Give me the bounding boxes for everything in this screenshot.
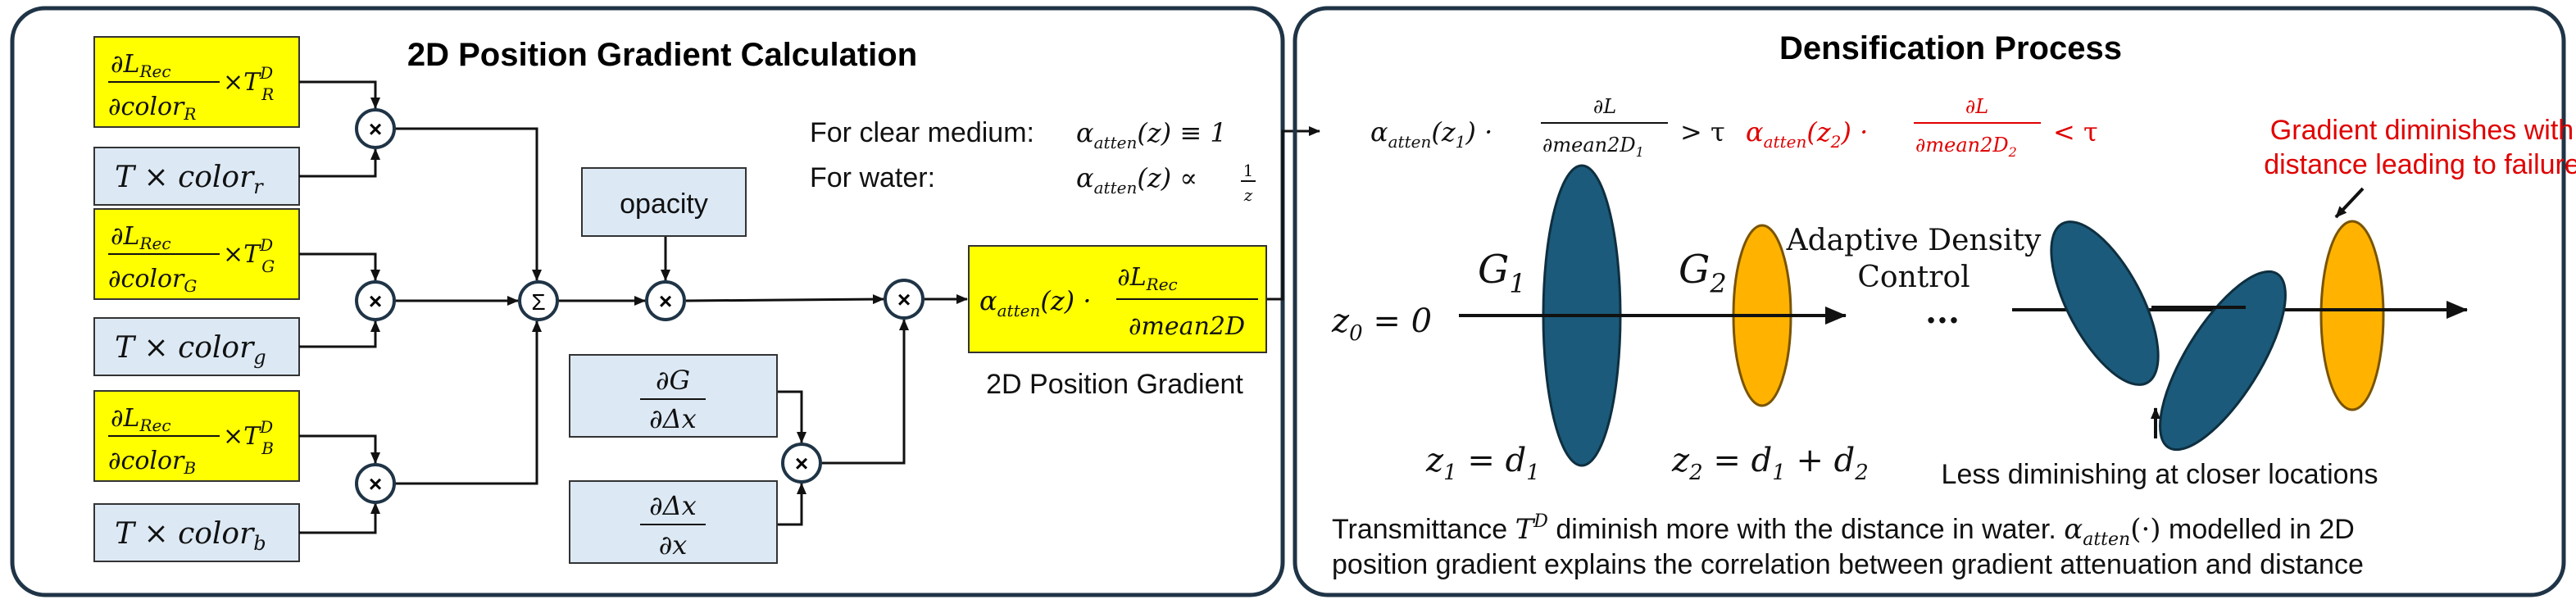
svg-text:Σ: Σ <box>531 289 545 315</box>
svg-text:∂L: ∂L <box>1593 95 1616 118</box>
svg-text:∂mean2D1: ∂mean2D1 <box>1542 134 1644 160</box>
svg-text:T × colorr: T × colorr <box>115 161 264 198</box>
opacity-box: opacity <box>581 167 747 237</box>
svg-text:For water:: For water: <box>810 162 935 193</box>
dG-dx-box: ∂G ∂Δx <box>569 354 778 438</box>
svg-text:αatten(z1) ·: αatten(z1) · <box>1370 116 1492 152</box>
svg-text:1: 1 <box>1243 161 1254 180</box>
svg-text:z: z <box>1243 185 1253 205</box>
color-box-g: T × colorg <box>93 317 300 376</box>
multiply-node-b: × <box>355 463 396 504</box>
svg-text:×: × <box>659 288 672 314</box>
svg-text:×: × <box>369 471 382 497</box>
svg-text:∂L: ∂L <box>1965 95 1988 118</box>
multiply-node-r: × <box>355 108 396 149</box>
sum-node: Σ <box>518 280 559 321</box>
right-panel <box>1293 6 2566 597</box>
bottom-description-line2: position gradient explains the correlati… <box>1332 549 2364 580</box>
svg-text:∂mean2D2: ∂mean2D2 <box>1915 134 2017 160</box>
multiply-node-jacobian: × <box>781 443 822 484</box>
svg-text:αatten(z) ∝: αatten(z) ∝ <box>1076 162 1197 198</box>
left-panel <box>10 6 1285 597</box>
svg-text:∂LRec: ∂LRec <box>1117 263 1178 294</box>
multiply-node-final: × <box>884 279 925 320</box>
gaussian-4 <box>2159 270 2287 452</box>
svg-text:distance leading to failure: distance leading to failure <box>2264 149 2576 180</box>
svg-text:×TDR: ×TDR <box>223 63 274 104</box>
position-gradient-label: 2D Position Gradient <box>986 369 1243 400</box>
svg-text:opacity: opacity <box>620 188 708 220</box>
g1-label: G1 <box>1478 247 1526 299</box>
svg-text:×: × <box>795 451 808 476</box>
svg-text:> τ: > τ <box>1680 116 1725 148</box>
svg-text:×: × <box>369 288 382 314</box>
svg-text:αatten(z) ≡ 1: αatten(z) ≡ 1 <box>1076 117 1227 152</box>
g2-label: G2 <box>1679 247 1727 299</box>
svg-text:∂x: ∂x <box>659 529 688 561</box>
svg-text:×TDB: ×TDB <box>223 417 274 458</box>
gaussian-5 <box>2319 220 2385 411</box>
adc-label-line1: Adaptive Density <box>1786 224 2042 257</box>
svg-text:T × colorg: T × colorg <box>115 331 266 369</box>
left-panel-title: 2D Position Gradient Calculation <box>407 37 917 73</box>
svg-text:∂colorG: ∂colorG <box>108 265 197 296</box>
z1-label: z1 = d1 <box>1425 442 1540 485</box>
condition-below-threshold: αatten(z2) · ∂L ∂mean2D2 < τ <box>1746 95 2098 160</box>
ellipsis: ··· <box>1925 302 1960 340</box>
water-equation: For water: αatten(z) ∝ 1 z <box>810 161 1256 205</box>
failure-arrow <box>2334 187 2365 219</box>
svg-text:∂LRec: ∂LRec <box>111 50 171 81</box>
svg-text:< τ: < τ <box>2053 116 2098 148</box>
svg-text:×: × <box>897 287 911 312</box>
svg-text:∂colorR: ∂colorR <box>108 93 196 124</box>
svg-text:∂LRec: ∂LRec <box>111 222 171 253</box>
clear-medium-equation: For clear medium: αatten(z) ≡ 1 <box>810 117 1227 152</box>
connectors-left <box>299 80 1320 534</box>
color-box-b: T × colorb <box>93 503 300 562</box>
position-gradient-box: αatten(z) · ∂LRec ∂mean2D <box>968 245 1267 353</box>
bottom-description-line1: Transmittance TD diminish more with the … <box>1332 511 2355 550</box>
color-box-r: T × colorr <box>93 147 300 206</box>
dx-box: ∂Δx ∂x <box>569 480 778 564</box>
multiply-node-opacity: × <box>645 280 686 321</box>
svg-text:T × colorb: T × colorb <box>115 517 266 555</box>
svg-text:×TDG: ×TDG <box>223 235 275 276</box>
closer-note: Less diminishing at closer locations <box>1942 459 2378 490</box>
svg-text:∂Δx: ∂Δx <box>649 490 697 521</box>
svg-text:Gradient diminishes with: Gradient diminishes with <box>2270 115 2574 146</box>
svg-text:∂colorB: ∂colorB <box>108 447 196 478</box>
right-panel-title: Densification Process <box>1779 30 2122 66</box>
svg-text:∂G: ∂G <box>656 365 690 396</box>
svg-text:For clear medium:: For clear medium: <box>810 117 1034 148</box>
multiply-node-g: × <box>355 280 396 321</box>
gaussian-3 <box>2050 220 2160 386</box>
svg-text:∂mean2D: ∂mean2D <box>1129 312 1245 341</box>
svg-text:αatten(z) ·: αatten(z) · <box>979 285 1092 320</box>
svg-text:×: × <box>369 116 382 142</box>
adc-label-line2: Control <box>1857 261 1969 294</box>
z0-label: z0 = 0 <box>1331 302 1432 346</box>
svg-text:∂Δx: ∂Δx <box>649 403 697 434</box>
condition-above-threshold: αatten(z1) · ∂L ∂mean2D1 > τ <box>1370 95 1725 160</box>
svg-text:αatten(z2) ·: αatten(z2) · <box>1746 116 1868 152</box>
failure-note: Gradient diminishes with distance leadin… <box>2264 115 2576 180</box>
z2-label: z2 = d1 + d2 <box>1671 442 1869 485</box>
svg-text:∂LRec: ∂LRec <box>111 404 171 435</box>
